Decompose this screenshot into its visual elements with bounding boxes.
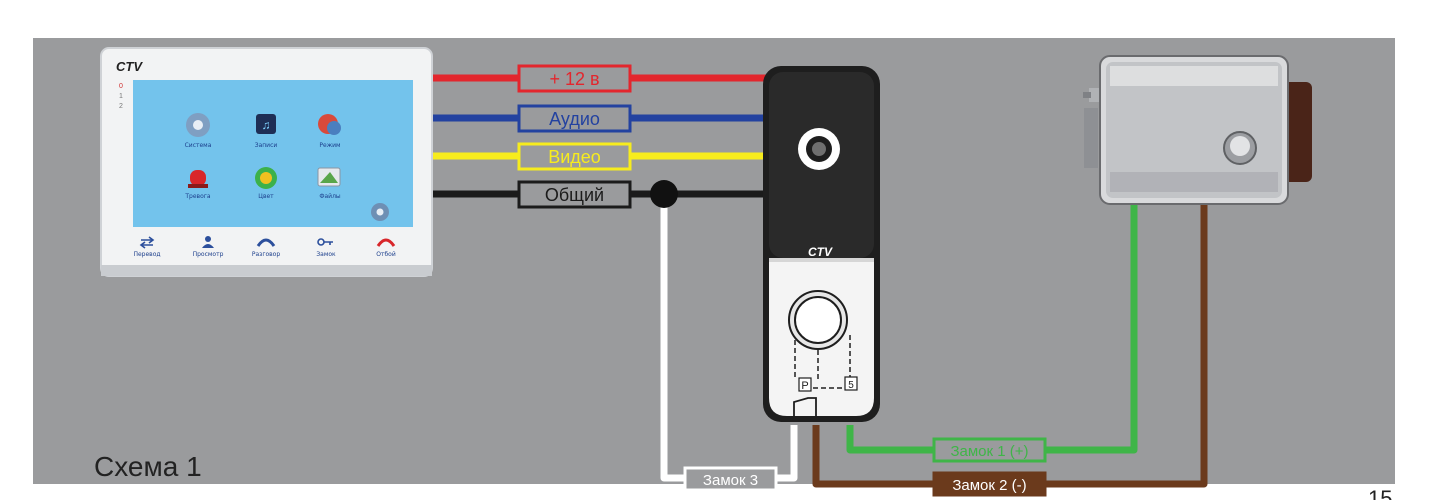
relay-terminal: P [798,377,812,392]
gear-icon [371,203,389,221]
app-label-4: Цвет [258,193,274,200]
bottom-label-4: Отбой [376,251,396,258]
monitor-screen [133,80,413,227]
app-label-2: Режим [319,142,340,149]
label-lock1: Замок 1 (+) [932,437,1047,463]
app-label-5: Файлы [319,193,341,200]
page-number: 15 [1368,486,1392,500]
relay-switch-icon [793,397,817,420]
key-icon [317,238,333,246]
settings-icon [186,113,210,137]
label-lock3: Замок 3 [683,466,778,492]
call-icon [256,238,276,247]
common-junction [650,180,678,208]
app-label-1: Записи [255,142,278,149]
svg-text:♫: ♫ [262,118,271,132]
label-audio: Аудио [517,104,632,133]
label-audio-text: Аудио [549,109,600,129]
mode-icon [318,114,341,135]
music-icon: ♫ [256,114,276,134]
color-icon [255,167,277,189]
lock-terminal: 5 [844,376,858,391]
electric-lock [1083,55,1312,205]
monitor-mark-1: 1 [119,93,123,100]
monitor-mark-0: 0 [119,83,123,90]
alarm-icon [188,170,208,188]
outdoor-call-panel: CTV P 5 [763,66,880,422]
label-lock1-text: Замок 1 (+) [950,443,1028,460]
label-power-text: + 12 в [549,69,599,89]
lock-button-icon [1223,131,1257,165]
monitor-brand: CTV [116,59,143,74]
panel-brand: CTV [808,245,833,259]
label-common: Общий [517,180,632,209]
files-icon [317,167,341,187]
scheme-title: Схема 1 [94,451,202,482]
label-video: Видео [517,142,632,171]
hangup-icon [376,238,396,247]
person-icon [202,236,214,248]
call-button [788,290,848,350]
transfer-icon [139,236,155,249]
label-common-text: Общий [545,185,604,205]
app-label-0: Система [185,142,212,149]
indoor-monitor: CTV 0 1 2 Система ♫ Записи Режим Тревога [100,47,433,277]
lock-mark: 5 [848,380,854,391]
bottom-label-0: Перевод [133,251,160,258]
label-lock3-text: Замок 3 [703,472,758,489]
label-power: + 12 в [517,64,632,93]
label-lock2-text: Замок 2 (-) [952,477,1026,494]
relay-mark: P [801,380,808,392]
app-label-3: Тревога [184,193,211,200]
monitor-mark-2: 2 [119,103,123,110]
internal-wiring [794,335,851,389]
bottom-label-1: Просмотр [193,251,224,258]
bottom-label-3: Замок [316,251,336,258]
bottom-label-2: Разговор [252,251,281,258]
label-video-text: Видео [548,147,601,167]
camera-icon [798,128,840,170]
label-lock2: Замок 2 (-) [932,471,1047,497]
